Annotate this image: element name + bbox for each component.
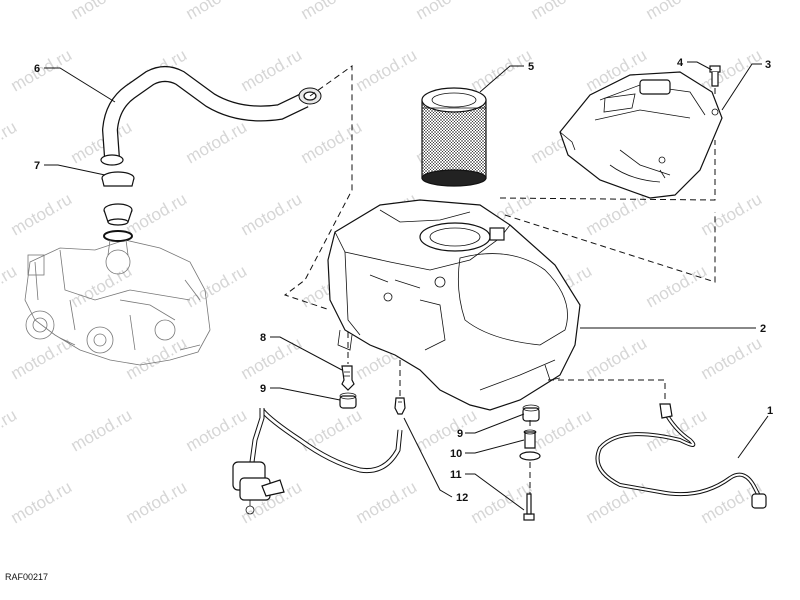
filler-neck-fitting bbox=[101, 171, 135, 256]
callout-1: 1 bbox=[767, 405, 773, 417]
watermark-text: motod.ru bbox=[238, 45, 306, 95]
watermark-text: motod.ru bbox=[698, 333, 766, 383]
watermark-text: motod.ru bbox=[123, 333, 191, 383]
watermark-text: motod.ru bbox=[123, 189, 191, 239]
watermark-text: motod.ru bbox=[468, 45, 536, 95]
callout-10: 10 bbox=[450, 448, 462, 460]
hose-nipple bbox=[394, 397, 406, 415]
watermark-text: motod.ru bbox=[68, 261, 136, 311]
watermark-text: motod.ru bbox=[0, 261, 20, 311]
solenoid-valve-assembly bbox=[232, 408, 403, 515]
watermark-text: motod.ru bbox=[8, 189, 76, 239]
callout-5: 5 bbox=[528, 61, 534, 73]
watermark-text: motod.ru bbox=[68, 405, 136, 455]
engine-case bbox=[24, 239, 211, 366]
watermark-text: motod.ru bbox=[68, 0, 136, 23]
watermark-text: motod.ru bbox=[183, 0, 251, 23]
air-filter-element bbox=[421, 87, 487, 187]
watermark-text: motod.ru bbox=[0, 405, 20, 455]
callout-8: 8 bbox=[260, 332, 266, 344]
callout-labels: 6 7 5 4 3 2 1 8 9 9 10 11 12 bbox=[34, 57, 773, 504]
spacer-bushing bbox=[519, 429, 541, 461]
watermark-text: motod.ru bbox=[643, 0, 711, 23]
watermark-text: motod.ru bbox=[353, 477, 421, 527]
watermark-text: motod.ru bbox=[238, 333, 306, 383]
watermark-text: motod.ru bbox=[298, 0, 366, 23]
callout-9-left: 9 bbox=[260, 383, 266, 395]
watermark-text: motod.ru bbox=[183, 405, 251, 455]
grommet-left bbox=[339, 392, 357, 409]
drain-fitting bbox=[341, 365, 355, 391]
watermark-text: motod.ru bbox=[8, 45, 76, 95]
watermark-text: motod.ru bbox=[0, 117, 20, 167]
watermark-text: motod.ru bbox=[583, 333, 651, 383]
watermark-text: motod.ru bbox=[583, 189, 651, 239]
watermark-text: motod.ru bbox=[0, 0, 20, 23]
callout-9-right: 9 bbox=[457, 428, 463, 440]
callout-7: 7 bbox=[34, 160, 40, 172]
watermark-text: motod.ru bbox=[183, 117, 251, 167]
callout-2: 2 bbox=[760, 323, 766, 335]
callout-3: 3 bbox=[765, 59, 771, 71]
watermark-text: motod.ru bbox=[183, 261, 251, 311]
watermark-text: motod.ru bbox=[353, 45, 421, 95]
callout-6: 6 bbox=[34, 63, 40, 75]
leader-lines bbox=[44, 61, 769, 511]
airbox-housing bbox=[327, 199, 581, 411]
callout-11: 11 bbox=[450, 469, 462, 481]
airbox-cover bbox=[559, 71, 723, 199]
watermark-text: motod.ru bbox=[413, 405, 481, 455]
watermark-text: motod.ru bbox=[643, 261, 711, 311]
watermark-text: motod.ru bbox=[238, 189, 306, 239]
watermark-text: motod.ru bbox=[8, 477, 76, 527]
watermark-text: motod.ru bbox=[698, 189, 766, 239]
assembly-lines bbox=[283, 65, 716, 494]
breather-hose bbox=[100, 66, 322, 166]
watermark-text: motod.ru bbox=[698, 45, 766, 95]
watermark-text: motod.ru bbox=[298, 117, 366, 167]
watermark-text: motod.ru bbox=[413, 0, 481, 23]
cover-bolt bbox=[709, 65, 721, 87]
watermark-text: motod.ru bbox=[123, 477, 191, 527]
vent-tube bbox=[595, 403, 767, 509]
watermark-text: motod.ru bbox=[528, 0, 596, 23]
callout-4: 4 bbox=[677, 57, 684, 69]
drawing-code: RAF00217 bbox=[5, 572, 48, 582]
grommet-right bbox=[522, 404, 540, 422]
callout-12: 12 bbox=[456, 492, 468, 504]
